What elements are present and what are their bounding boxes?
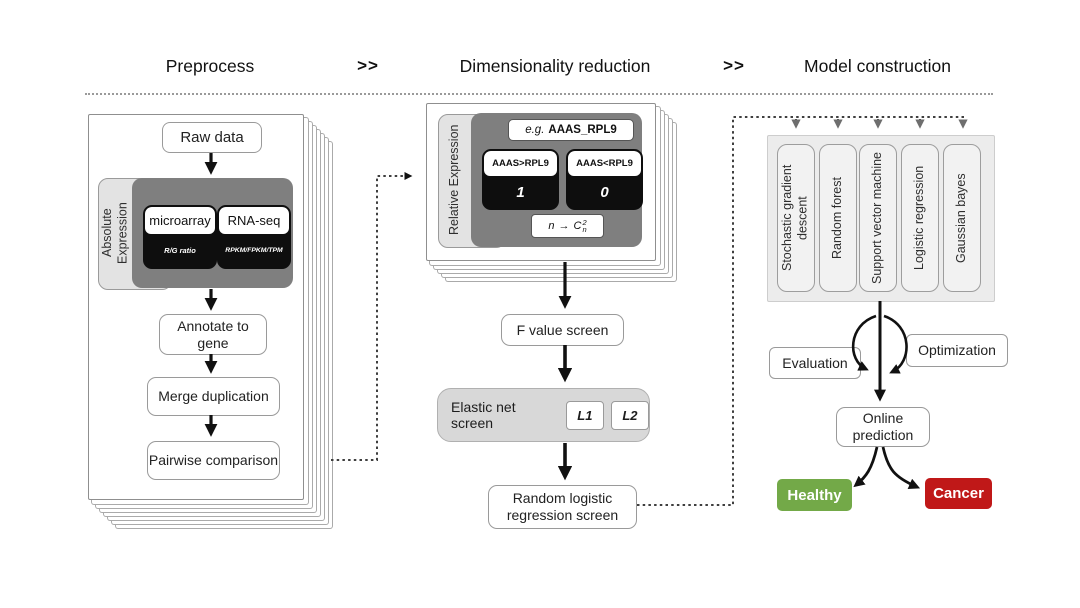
f-value-screen-box: F value screen — [501, 314, 624, 346]
elastic-net-screen-box: Elastic net screen L1 L2 — [437, 388, 650, 442]
algorithm-pill-gaussian-bayes: Gaussian bayes — [943, 144, 981, 292]
merge-duplication-box: Merge duplication — [147, 377, 280, 416]
case-greater-condition: AAAS>RPL9 — [484, 151, 557, 176]
algorithm-label-svm: Support vector machine — [870, 151, 885, 284]
rna-seq-title: RNA-seq — [219, 207, 289, 234]
algorithm-label-sgd: Stochastic gradient descent — [780, 164, 810, 272]
loop-arc-optimization — [883, 314, 908, 374]
stage-title-dimensionality: Dimensionality reduction — [459, 56, 651, 76]
microarray-card: microarray R/G ratio — [143, 205, 217, 269]
arrow-online-to-cancer — [881, 446, 921, 490]
formula-sub: n — [582, 225, 587, 234]
relative-expression-label-wrap: Relative Expression — [438, 114, 472, 246]
penalty-l1-box: L1 — [565, 400, 604, 430]
case-less-card: AAAS<RPL9 0 — [566, 149, 643, 210]
case-less-condition: AAAS<RPL9 — [568, 151, 641, 176]
arrow-online-to-healthy — [853, 446, 879, 488]
formula-sup: 2 — [582, 217, 587, 227]
case-greater-value: 1 — [516, 183, 525, 201]
formula-arrow: → — [558, 220, 570, 232]
relative-expression-label: Relative Expression — [447, 124, 462, 236]
algorithm-label-logistic-regression: Logistic regression — [912, 165, 927, 271]
evaluation-box: Evaluation — [769, 347, 861, 379]
header-divider — [85, 93, 993, 95]
chevron-separator-2: >> — [723, 56, 745, 75]
annotate-to-gene-box: Annotate to gene — [159, 314, 267, 355]
algorithm-pill-random-forest: Random forest — [819, 144, 857, 292]
stage-title-model: Model construction — [804, 56, 951, 76]
case-greater-card: AAAS>RPL9 1 — [482, 149, 559, 210]
rna-seq-card: RNA-seq RPKM/FPKM/TPM — [217, 205, 291, 269]
pairwise-comparison-box: Pairwise comparison — [147, 441, 280, 480]
formula-supsub: 2 n — [582, 217, 587, 234]
optimization-box: Optimization — [906, 334, 1008, 367]
raw-data-box: Raw data — [162, 122, 262, 153]
algorithm-pill-sgd: Stochastic gradient descent — [777, 144, 815, 292]
random-logistic-regression-box: Random logistic regression screen — [488, 485, 637, 529]
dotted-connector-preprocess-to-dimensionality — [331, 172, 413, 461]
healthy-box: Healthy — [777, 479, 852, 511]
algorithm-pill-logistic-regression: Logistic regression — [901, 144, 939, 292]
example-prefix: e.g. — [525, 124, 545, 136]
formula-n: n — [548, 220, 555, 232]
penalty-l2-box: L2 — [610, 400, 649, 430]
algorithm-label-random-forest: Random forest — [830, 177, 845, 259]
absolute-expression-label: Absolute Expression — [100, 202, 130, 264]
microarray-metric: R/G ratio — [164, 246, 196, 255]
absolute-expression-label-wrap: Absolute Expression — [98, 178, 134, 288]
online-prediction-box: Online prediction — [836, 407, 930, 447]
cancer-box: Cancer — [925, 478, 992, 509]
combination-formula-box: n → C 2 n — [531, 214, 604, 238]
rna-seq-metric: RPKM/FPKM/TPM — [225, 247, 283, 254]
algorithm-label-gaussian-bayes: Gaussian bayes — [954, 173, 969, 263]
case-less-value: 0 — [600, 183, 609, 201]
example-pair-box: e.g. AAAS_RPL9 — [508, 119, 634, 141]
stage-title-preprocess: Preprocess — [165, 56, 255, 76]
chevron-separator-1: >> — [357, 56, 379, 75]
microarray-title: microarray — [145, 207, 215, 234]
algorithm-pill-svm: Support vector machine — [859, 144, 897, 292]
elastic-net-label: Elastic net screen — [451, 399, 516, 431]
example-pair-name: AAAS_RPL9 — [548, 124, 617, 136]
formula-symbol: C — [573, 220, 582, 232]
